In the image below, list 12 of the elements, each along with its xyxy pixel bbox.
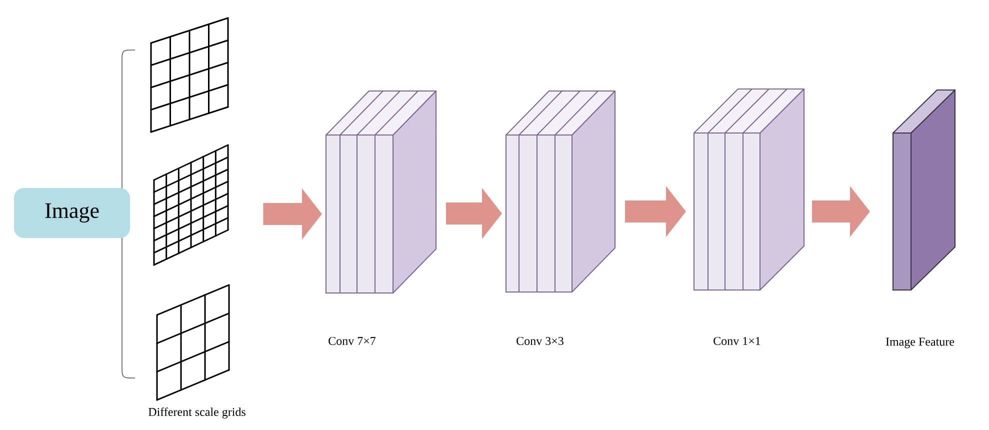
image-box: Image bbox=[14, 188, 130, 238]
grid-drawing bbox=[150, 17, 229, 133]
block-label: Image Feature bbox=[886, 338, 954, 348]
grid-drawing bbox=[156, 284, 230, 401]
grid-drawing bbox=[153, 144, 229, 266]
layer-block-drawing bbox=[326, 90, 436, 294]
block-label: Conv 3×3 bbox=[516, 336, 564, 346]
layer-block-drawing bbox=[506, 90, 616, 292]
layer-block-drawing bbox=[694, 88, 804, 290]
block-label: Conv 7×7 bbox=[328, 336, 376, 346]
feature-map-drawing bbox=[892, 90, 956, 290]
block-label: Conv 1×1 bbox=[714, 336, 760, 346]
